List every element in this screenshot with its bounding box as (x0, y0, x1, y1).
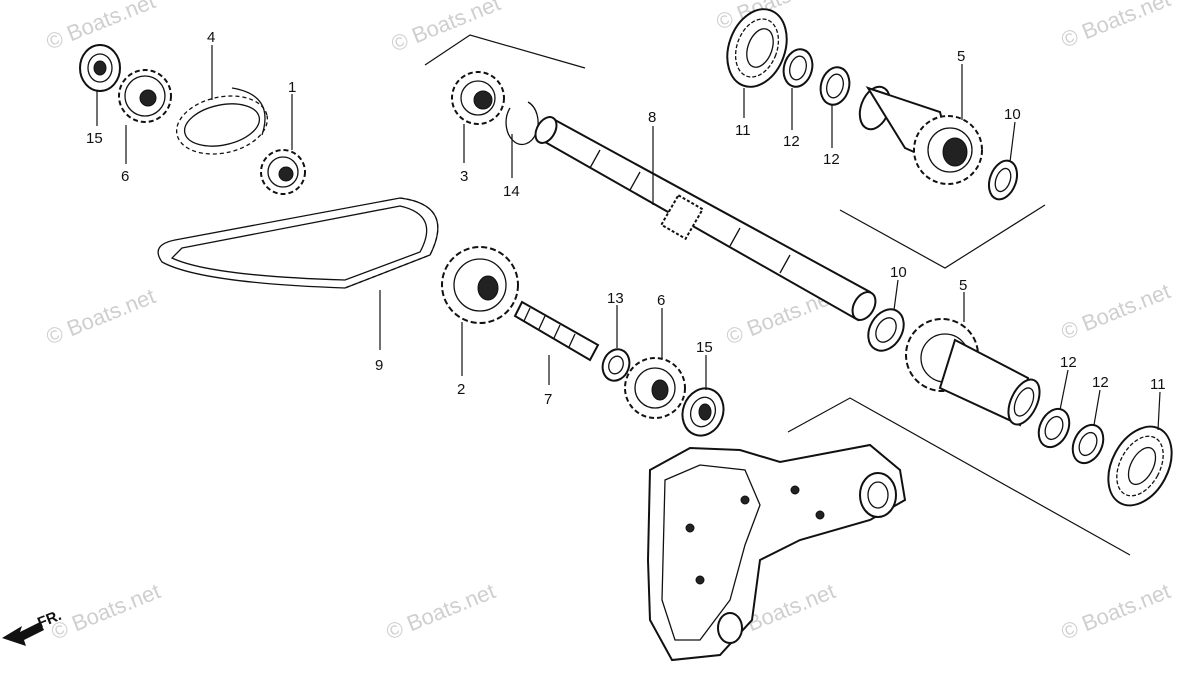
watermark: © Boats.net (1058, 0, 1174, 53)
callout-13: 13 (607, 290, 624, 307)
bearing-15-top (79, 44, 121, 92)
callout-15: 15 (86, 130, 103, 147)
sprocket-6-middle (624, 357, 686, 419)
watermark: © Boats.net (1058, 578, 1174, 644)
bushing-13 (601, 348, 631, 382)
sprocket-1 (260, 149, 306, 195)
watermark: © Boats.net (1058, 278, 1174, 344)
callout-9: 9 (375, 357, 383, 374)
shaft-7 (513, 300, 600, 362)
sprocket-3 (451, 71, 505, 125)
seal-12-bottom-a (1037, 407, 1071, 449)
bearing-15-middle (681, 387, 725, 437)
callout-12: 12 (823, 151, 840, 168)
watermark: © Boats.net (43, 283, 159, 349)
callout-3: 3 (460, 168, 468, 185)
callout-labels: 15 6 4 1 3 14 8 11 12 12 5 10 9 2 7 13 6… (86, 29, 1166, 408)
callout-5: 5 (959, 277, 967, 294)
callout-12: 12 (1092, 374, 1109, 391)
washer-10-top (987, 159, 1019, 201)
callout-14: 14 (503, 183, 520, 200)
arrow-left-icon (2, 622, 44, 646)
washer-10-middle (867, 308, 905, 352)
callout-4: 4 (207, 29, 215, 46)
seal-12-top-b (819, 66, 851, 106)
seal-12-top-a (782, 48, 814, 88)
leader-lines (96, 45, 1161, 431)
callout-6: 6 (657, 292, 665, 309)
bearing-11-top (726, 8, 788, 88)
callout-1: 1 (288, 79, 296, 96)
callout-6: 6 (121, 168, 129, 185)
chain-4 (175, 87, 269, 155)
chain-9 (157, 197, 439, 289)
callout-8: 8 (648, 109, 656, 126)
callout-10: 10 (1004, 106, 1021, 123)
gear-hub-5-middle (905, 318, 1041, 427)
gear-hub-5-top (858, 85, 983, 185)
watermark: © Boats.net (388, 0, 504, 57)
callout-10: 10 (890, 264, 907, 281)
callout-5: 5 (957, 48, 965, 65)
circlip-14 (505, 101, 539, 146)
watermark: © Boats.net (383, 578, 499, 644)
callout-12: 12 (783, 133, 800, 150)
gearcase-housing (646, 443, 907, 662)
assembly-brackets (424, 34, 1131, 556)
callout-15: 15 (696, 339, 713, 356)
callout-12: 12 (1060, 354, 1077, 371)
callout-7: 7 (544, 391, 552, 408)
callout-11: 11 (1150, 376, 1166, 393)
shaft-8 (534, 116, 877, 322)
callout-11: 11 (735, 122, 751, 139)
watermark: © Boats.net (48, 578, 164, 644)
sprocket-6-top (118, 69, 172, 123)
bearing-11-bottom (1107, 425, 1173, 507)
callout-2: 2 (457, 381, 465, 398)
seal-12-bottom-b (1071, 423, 1105, 465)
sprocket-2 (441, 246, 519, 324)
